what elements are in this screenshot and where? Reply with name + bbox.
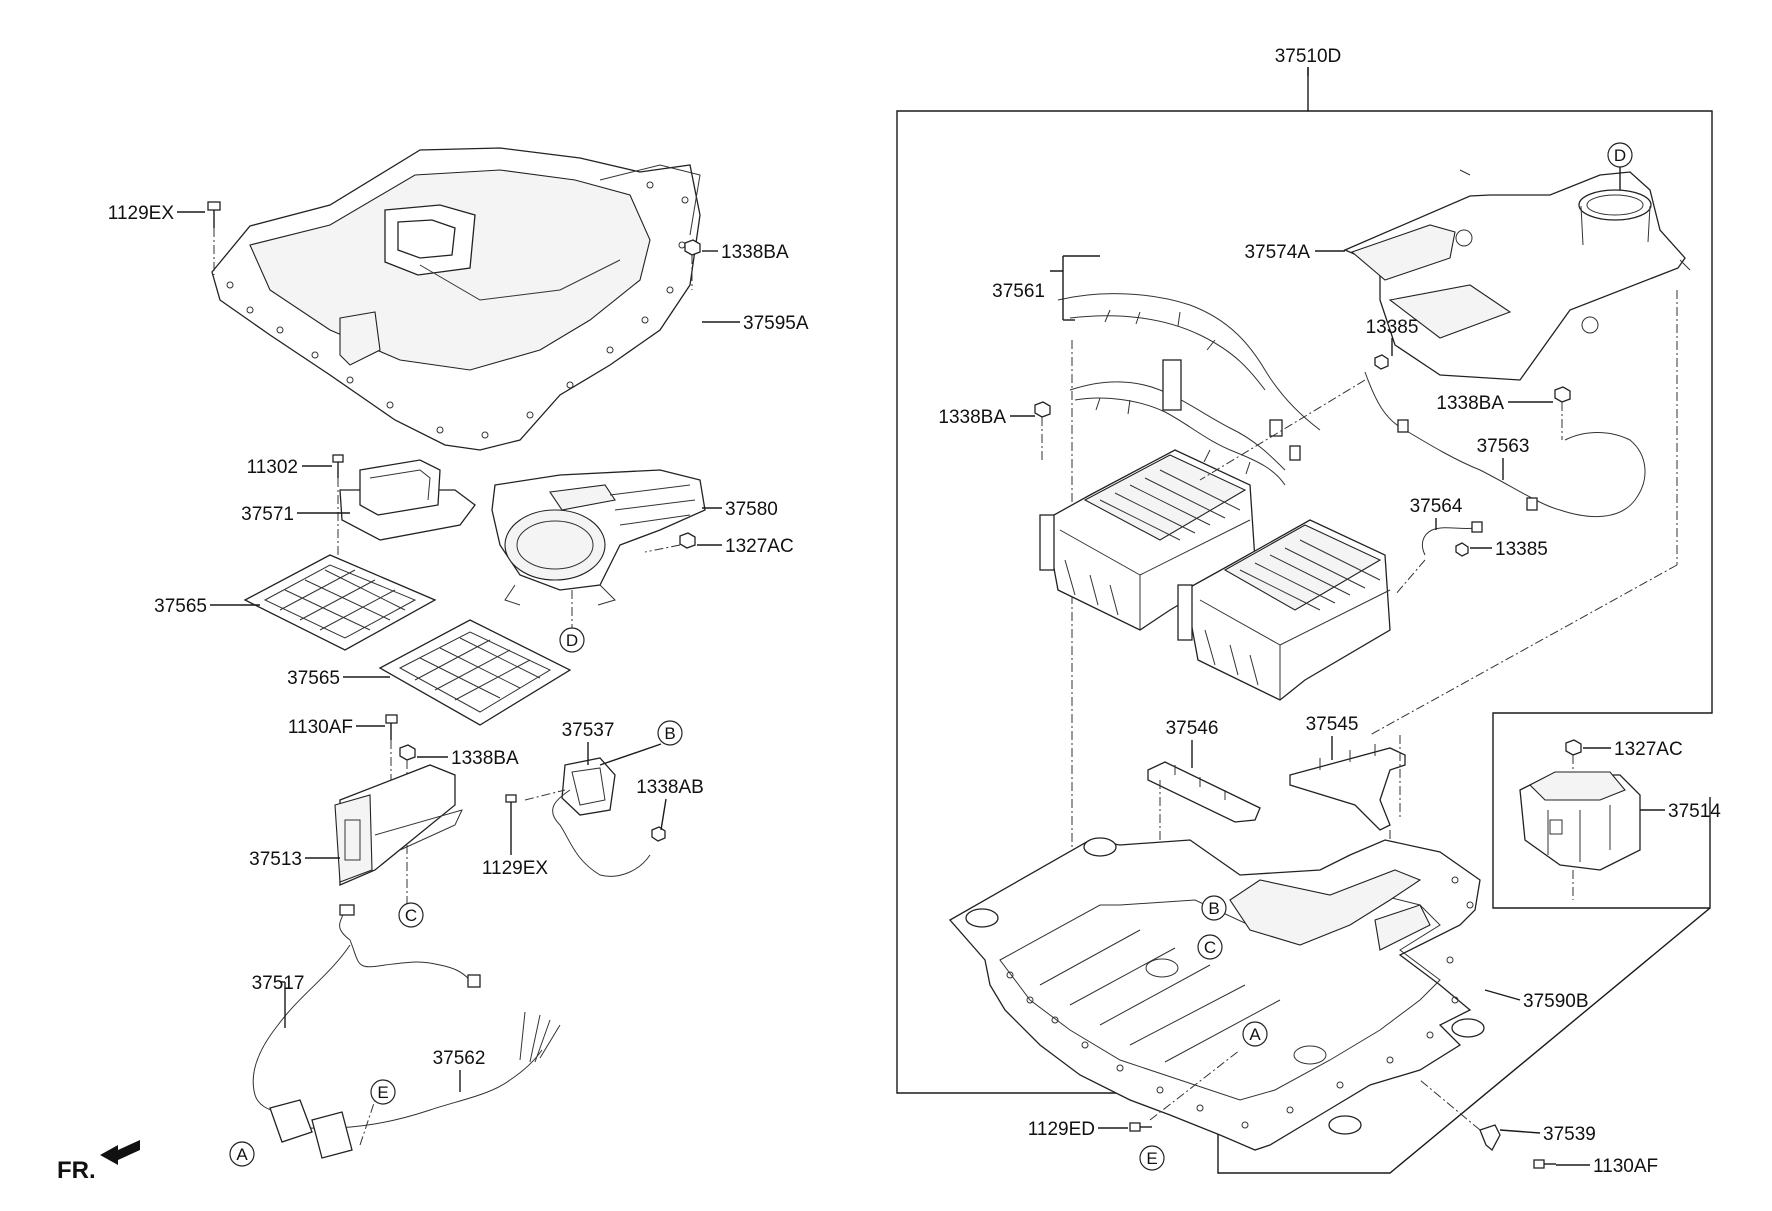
bolt-1130AF-right-icon <box>1533 1159 1556 1169</box>
wire-harness-37561 <box>1057 293 1321 486</box>
callout-c-right: C <box>1197 934 1223 960</box>
nut-1327AC-right-icon <box>1565 739 1582 756</box>
label-37595A: 37595A <box>743 313 809 334</box>
label-11302: 11302 <box>247 457 298 478</box>
callout-c-left: C <box>398 902 424 928</box>
callout-d-left: D <box>559 627 585 653</box>
callout-d-top-label: D <box>1614 146 1626 165</box>
harness-37517 <box>252 904 481 1113</box>
clip-37539-icon <box>1479 1124 1501 1152</box>
callout-a-right: A <box>1242 1021 1268 1047</box>
label-1129EX-mid: 1129EX <box>482 858 549 879</box>
callout-e-right-label: E <box>1146 1149 1157 1168</box>
cooling-fan-37580 <box>491 469 706 606</box>
cable-37563 <box>1364 371 1646 518</box>
label-37580: 37580 <box>725 499 778 520</box>
nut-13385-b-icon <box>1455 542 1469 557</box>
label-1129EX-top: 1129EX <box>108 203 175 224</box>
callout-d-left-label: D <box>566 631 578 650</box>
upper-case-cover <box>211 147 701 451</box>
callout-b-left: B <box>657 720 683 746</box>
battery-module-right <box>1177 519 1391 701</box>
label-37562: 37562 <box>433 1048 486 1069</box>
nut-13385-a-icon <box>1374 354 1389 370</box>
label-1129ED: 1129ED <box>1028 1119 1095 1140</box>
label-13385-a: 13385 <box>1366 317 1419 338</box>
nut-1338BA-r2-icon <box>1554 386 1571 403</box>
tray-studs <box>1006 876 1474 1129</box>
label-13385-b: 13385 <box>1495 539 1548 560</box>
callout-a-right-label: A <box>1249 1025 1261 1044</box>
callout-d-top: D <box>1607 142 1633 190</box>
label-37574A: 37574A <box>1244 242 1310 263</box>
air-duct-37574A <box>1343 169 1691 381</box>
callout-b-left-label: B <box>664 724 675 743</box>
callout-e-right: E <box>1139 1145 1165 1171</box>
label-37561: 37561 <box>992 281 1045 302</box>
filter-plate-37565-upper <box>243 554 437 651</box>
cover-bolt-holes <box>226 181 689 439</box>
filter-plate-37565-lower <box>378 619 572 726</box>
bracket-37545 <box>1289 744 1406 831</box>
front-direction-label: FR. <box>57 1157 96 1184</box>
label-37565-a: 37565 <box>154 596 207 617</box>
harness-37562 <box>269 1011 561 1159</box>
nut-1338AB-icon <box>651 826 666 842</box>
bolt-11302-icon <box>332 454 344 478</box>
label-37590B: 37590B <box>1523 991 1589 1012</box>
nut-1338BA-mid-icon <box>399 744 416 761</box>
label-1327AC-left: 1327AC <box>725 536 794 557</box>
callout-b-right-label: B <box>1208 899 1219 918</box>
callout-c-left-label: C <box>405 906 417 925</box>
label-37513: 37513 <box>249 849 302 870</box>
label-37537: 37537 <box>562 720 615 741</box>
nut-1338BA-top-icon <box>684 239 701 256</box>
connector-37537 <box>552 757 651 877</box>
label-37539: 37539 <box>1543 1124 1596 1145</box>
label-1130AF-right: 1130AF <box>1593 1156 1658 1177</box>
bolt-1130AF-left-icon <box>385 714 398 740</box>
callout-circles: D D B C E A B C <box>229 142 1633 1171</box>
duct-37571 <box>339 459 476 541</box>
cable-37564 <box>1421 521 1483 556</box>
label-37545: 37545 <box>1306 714 1359 735</box>
bolt-1129ED-icon <box>1129 1122 1152 1132</box>
label-1338AB: 1338AB <box>636 777 704 798</box>
nut-1338BA-r1-icon <box>1034 401 1051 418</box>
label-1338BA-r2: 1338BA <box>1436 393 1504 414</box>
callout-e-left: E <box>370 1079 396 1105</box>
relay-box-37513 <box>334 764 463 886</box>
label-1338BA-top: 1338BA <box>721 242 789 263</box>
label-37546: 37546 <box>1166 718 1219 739</box>
lower-tray-37590B <box>948 837 1485 1151</box>
callout-c-right-label: C <box>1204 938 1216 957</box>
label-37571: 37571 <box>241 504 294 525</box>
callout-a-left: A <box>229 1141 255 1167</box>
nut-1327AC-left-icon <box>679 532 696 549</box>
label-37517: 37517 <box>252 973 305 994</box>
label-1327AC-right: 1327AC <box>1614 739 1683 760</box>
part-number-labels: 37510D 1129EX 1338BA 37595A 11302 37571 … <box>57 46 1721 1184</box>
bolt-1129EX-top-icon <box>207 201 221 228</box>
callout-a-left-label: A <box>236 1145 248 1164</box>
front-direction-icon <box>100 1140 140 1165</box>
bolt-1129EX-mid-icon <box>505 794 517 815</box>
label-1338BA-mid: 1338BA <box>451 748 519 769</box>
label-37514: 37514 <box>1668 801 1721 822</box>
label-37565-b: 37565 <box>287 668 340 689</box>
bracket-37546 <box>1147 761 1261 823</box>
junction-box-37514 <box>1519 771 1641 871</box>
callout-e-left-label: E <box>377 1083 388 1102</box>
label-37564: 37564 <box>1410 496 1463 517</box>
label-1130AF-left: 1130AF <box>288 717 353 738</box>
label-37510D: 37510D <box>1275 46 1342 67</box>
label-1338BA-r1: 1338BA <box>938 407 1006 428</box>
label-37563: 37563 <box>1477 436 1530 457</box>
leader-lines <box>177 67 1665 1166</box>
callout-b-right: B <box>1201 895 1227 921</box>
